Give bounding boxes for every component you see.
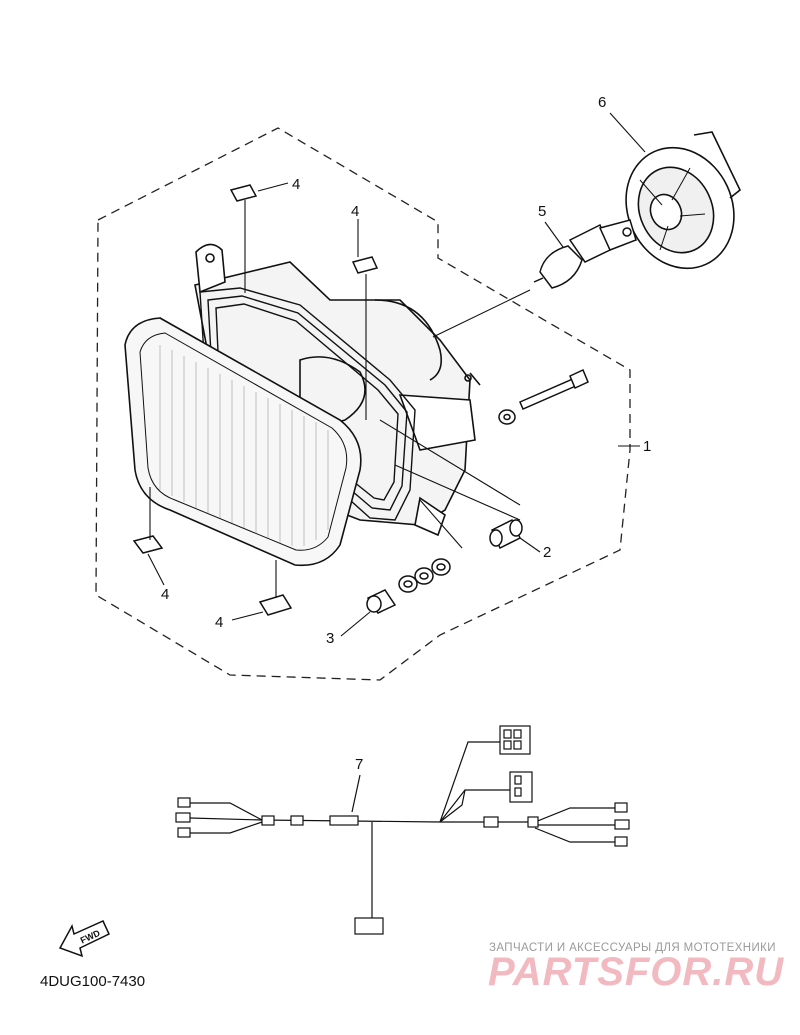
callout-4-bottom: 4: [215, 614, 223, 631]
callout-4-bottom-left: 4: [161, 586, 169, 603]
callout-7: 7: [355, 756, 363, 773]
headlight-bulb: [533, 219, 637, 289]
clip: [132, 184, 379, 616]
forward-arrow-icon: FWD: [58, 920, 110, 958]
watermark-logo: PARTSFOR.RU: [488, 950, 785, 994]
assembly-boundary: [95, 127, 631, 681]
bulb-cover: [625, 131, 741, 270]
grommet: [489, 518, 523, 550]
callout-2: 2: [543, 544, 551, 561]
watermark-tagline: ЗАПЧАСТИ И АКСЕССУАРЫ ДЛЯ МОТОТЕХНИКИ: [489, 942, 776, 954]
callout-4-top-right: 4: [351, 203, 359, 220]
callout-3: 3: [326, 630, 334, 647]
leader-lines: [147, 112, 646, 637]
wire-harness: [175, 725, 630, 935]
callout-6: 6: [598, 94, 606, 111]
callout-1: 1: [643, 438, 651, 455]
nut-and-washers: [366, 558, 451, 614]
callout-5: 5: [538, 203, 546, 220]
adjusting-bolt: [498, 368, 589, 425]
callout-4-top-left: 4: [292, 176, 300, 193]
headlight-lens: [124, 317, 362, 567]
diagram-code: 4DUG100-7430: [40, 973, 146, 990]
